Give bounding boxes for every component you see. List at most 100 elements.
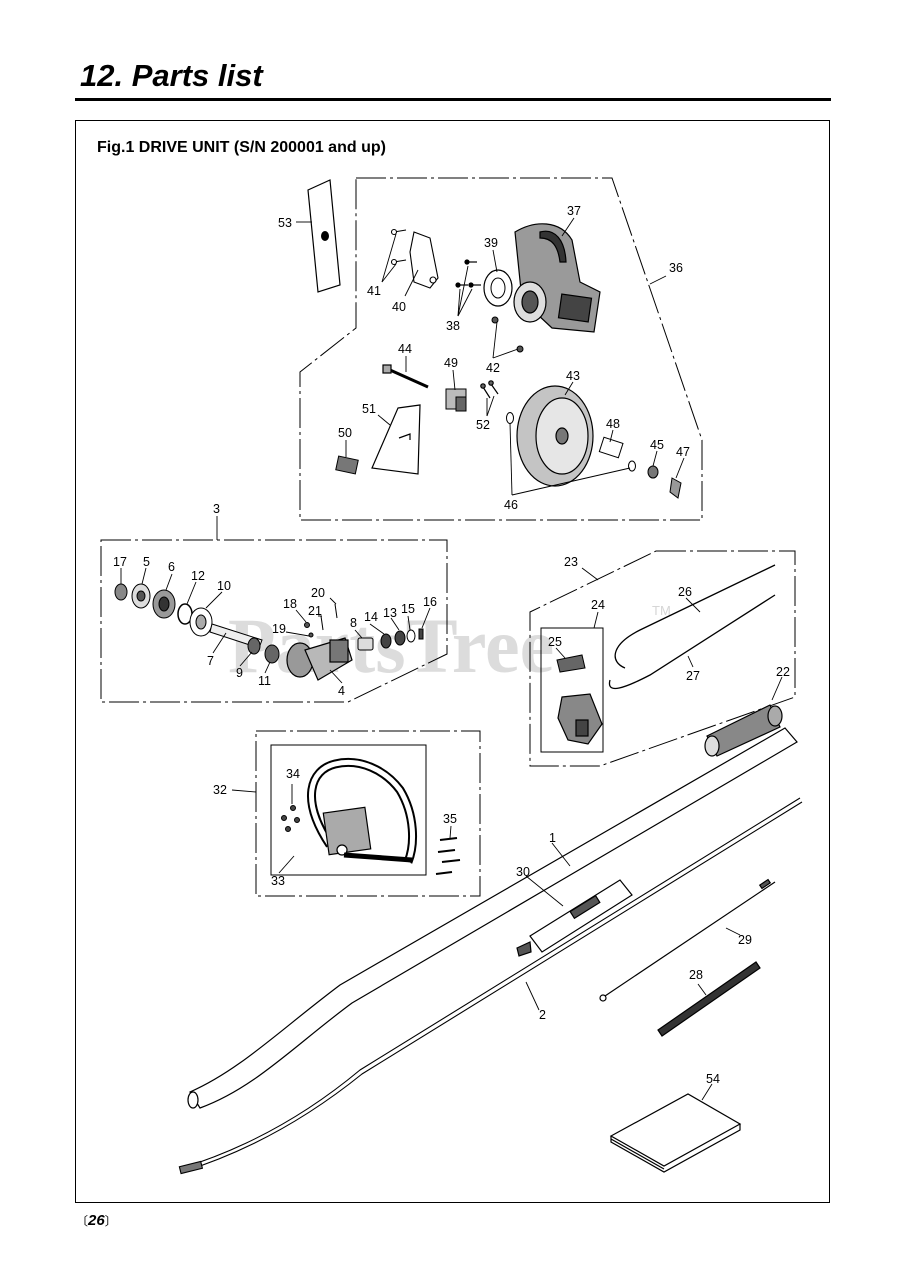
callout-7: 7 bbox=[207, 654, 214, 668]
callout-40: 40 bbox=[392, 300, 406, 314]
part-26-27-cables bbox=[608, 564, 776, 690]
part-17-nut bbox=[114, 583, 128, 601]
part-33-handle bbox=[307, 758, 417, 864]
callout-22: 22 bbox=[776, 665, 790, 679]
callout-34: 34 bbox=[286, 767, 300, 781]
part-40-bracket bbox=[390, 228, 439, 289]
callout-labels: 53 41 40 39 37 36 38 42 44 49 43 51 52 4… bbox=[113, 204, 790, 1086]
part-39-gasket bbox=[483, 269, 513, 307]
part-28-flex-shaft bbox=[657, 961, 761, 1037]
part-25-lever bbox=[556, 654, 586, 673]
callout-17: 17 bbox=[113, 555, 127, 569]
callout-39: 39 bbox=[484, 236, 498, 250]
part-51-flap bbox=[371, 404, 421, 475]
callout-15: 15 bbox=[401, 602, 415, 616]
part-48-pin bbox=[598, 436, 624, 459]
callout-24: 24 bbox=[591, 598, 605, 612]
group-outline-24 bbox=[540, 627, 604, 753]
callout-37: 37 bbox=[567, 204, 581, 218]
part-42-nuts bbox=[491, 316, 524, 353]
title-rule bbox=[75, 98, 831, 101]
callout-2: 2 bbox=[539, 1008, 546, 1022]
page-number-value: 26 bbox=[88, 1212, 105, 1229]
callout-51: 51 bbox=[362, 402, 376, 416]
leader-lines bbox=[120, 217, 783, 1101]
group-outline-23 bbox=[529, 550, 796, 767]
callout-18: 18 bbox=[283, 597, 297, 611]
part-10-bearing bbox=[189, 607, 213, 637]
part-54-manual bbox=[609, 1093, 742, 1173]
watermark: PartsTree bbox=[228, 602, 554, 689]
part-38-bolts bbox=[455, 259, 481, 288]
callout-21: 21 bbox=[308, 604, 322, 618]
callout-50: 50 bbox=[338, 426, 352, 440]
callout-35: 35 bbox=[443, 812, 457, 826]
group-outline-32 bbox=[255, 730, 481, 897]
part-47-wingnut bbox=[669, 477, 682, 499]
part-45-nut bbox=[647, 465, 659, 479]
group-outline-36 bbox=[299, 177, 703, 521]
part-18-21-screws bbox=[304, 603, 338, 638]
callout-49: 49 bbox=[444, 356, 458, 370]
callout-52: 52 bbox=[476, 418, 490, 432]
callout-28: 28 bbox=[689, 968, 703, 982]
callout-8: 8 bbox=[350, 616, 357, 630]
callout-27: 27 bbox=[686, 669, 700, 683]
part-52-bolts bbox=[480, 380, 499, 399]
callout-11: 11 bbox=[258, 674, 271, 688]
page-number-close: 〕 bbox=[104, 1214, 117, 1228]
part-43-wheel bbox=[516, 385, 594, 487]
callout-29: 29 bbox=[738, 933, 752, 947]
callout-6: 6 bbox=[168, 560, 175, 574]
callout-13: 13 bbox=[383, 606, 397, 620]
callout-19: 19 bbox=[272, 622, 286, 636]
part-1-tube bbox=[187, 727, 798, 1109]
callout-5: 5 bbox=[143, 555, 150, 569]
part-2-drive-cable bbox=[178, 797, 803, 1175]
part-9-bearing bbox=[247, 637, 261, 655]
callout-47: 47 bbox=[676, 445, 690, 459]
callout-32: 32 bbox=[213, 783, 227, 797]
part-35-bolts bbox=[435, 837, 461, 875]
callout-12: 12 bbox=[191, 569, 205, 583]
callout-14: 14 bbox=[364, 610, 378, 624]
part-8-collar bbox=[357, 637, 374, 651]
part-4-gearcase bbox=[286, 637, 353, 681]
part-46-washers bbox=[506, 412, 636, 472]
part-53-plate bbox=[307, 179, 341, 293]
part-24-throttle bbox=[557, 693, 603, 745]
callout-4: 4 bbox=[338, 684, 345, 698]
page-number-open: 〔 bbox=[76, 1214, 89, 1228]
part-37-guard bbox=[513, 223, 601, 333]
part-49-hinge bbox=[445, 388, 467, 412]
callout-46: 46 bbox=[504, 498, 518, 512]
callout-10: 10 bbox=[217, 579, 231, 593]
part-11-bearing bbox=[264, 644, 280, 664]
part-6-holder bbox=[152, 589, 176, 619]
group-outline-3 bbox=[100, 539, 448, 703]
callout-25: 25 bbox=[548, 635, 562, 649]
group-outline-33 bbox=[270, 744, 427, 876]
callout-54: 54 bbox=[706, 1072, 720, 1086]
watermark-tm: TM bbox=[652, 603, 671, 618]
callout-30: 30 bbox=[516, 865, 530, 879]
part-34-nuts bbox=[281, 805, 300, 832]
section-title: 12. Parts list bbox=[80, 58, 263, 93]
callout-1: 1 bbox=[549, 831, 556, 845]
callout-43: 43 bbox=[566, 369, 580, 383]
callout-45: 45 bbox=[650, 438, 664, 452]
part-50-hinge bbox=[335, 455, 359, 475]
callout-53: 53 bbox=[278, 216, 292, 230]
page-number: 〔26〕 bbox=[76, 1212, 117, 1229]
figure-title: Fig.1 DRIVE UNIT (S/N 200001 and up) bbox=[97, 139, 386, 156]
callout-16: 16 bbox=[423, 595, 437, 609]
part-29-cable bbox=[599, 878, 776, 1002]
callout-44: 44 bbox=[398, 342, 412, 356]
callout-3: 3 bbox=[213, 502, 220, 516]
part-13-16-rings bbox=[380, 628, 424, 649]
callout-38: 38 bbox=[446, 319, 460, 333]
part-30-sleeve bbox=[516, 879, 633, 957]
callout-23: 23 bbox=[564, 555, 578, 569]
part-22-grip bbox=[704, 704, 783, 757]
